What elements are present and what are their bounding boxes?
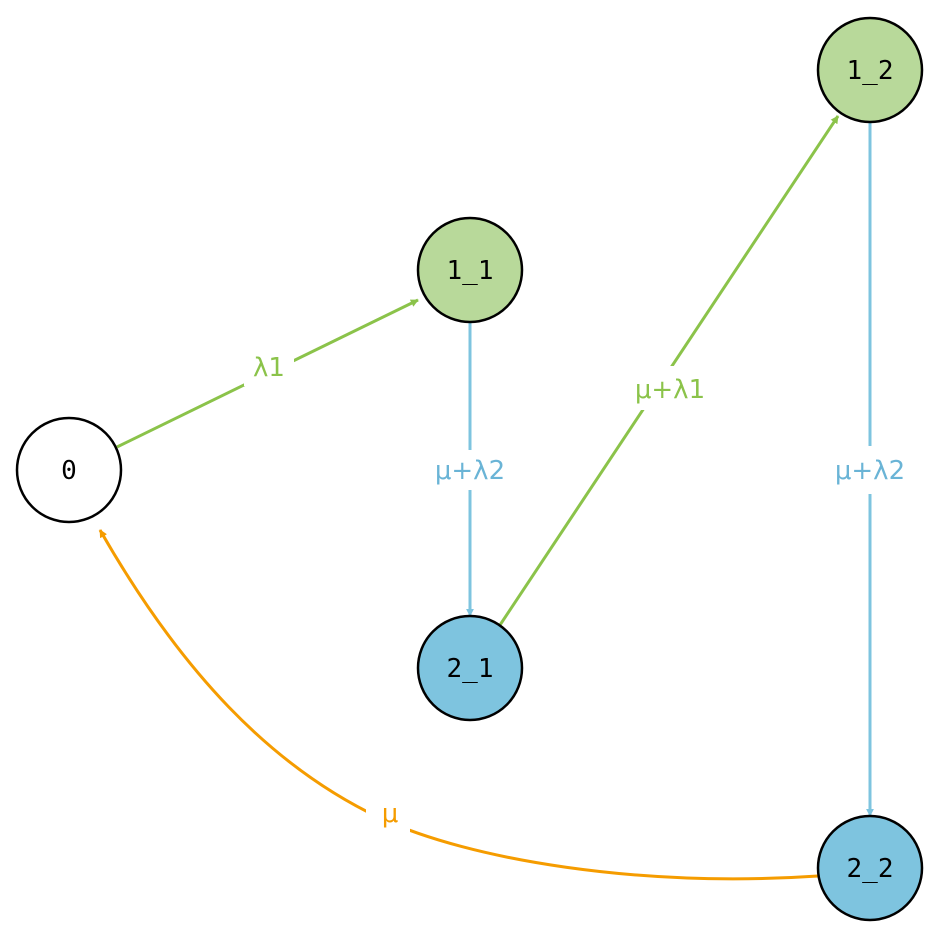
edge-label-mu-plus-lambda1: μ+λ1 <box>635 375 705 405</box>
edge-label-bg <box>366 794 410 834</box>
edge-label-mu: μ <box>382 799 399 829</box>
nodes: 0 1_1 1_2 2_1 2_2 <box>15 16 924 922</box>
node-0: 0 <box>15 416 123 524</box>
node-label-2-2: 2_2 <box>847 854 894 884</box>
edge-label-mu-plus-lambda2: μ+λ2 <box>835 456 905 486</box>
edge-label-bg <box>244 348 294 386</box>
node-label-0: 0 <box>61 456 77 486</box>
node-label-1-1: 1_1 <box>447 256 494 286</box>
edge-label-bg <box>624 366 716 410</box>
node-1-2: 1_2 <box>816 16 924 124</box>
edge-label-bg <box>424 450 516 490</box>
edge-label-mu-plus-lambda2: μ+λ2 <box>435 456 505 486</box>
node-label-1-2: 1_2 <box>847 56 894 86</box>
edges: λ1 μ+λ2 μ+λ1 μ+λ2 μ <box>98 115 916 881</box>
node-1-1: 1_1 <box>416 216 524 324</box>
node-2-2: 2_2 <box>816 814 924 922</box>
edge-label-bg <box>824 446 916 494</box>
edge-label-lambda1: λ1 <box>253 353 285 383</box>
node-2-1: 2_1 <box>416 614 524 722</box>
node-label-2-1: 2_1 <box>447 654 494 684</box>
